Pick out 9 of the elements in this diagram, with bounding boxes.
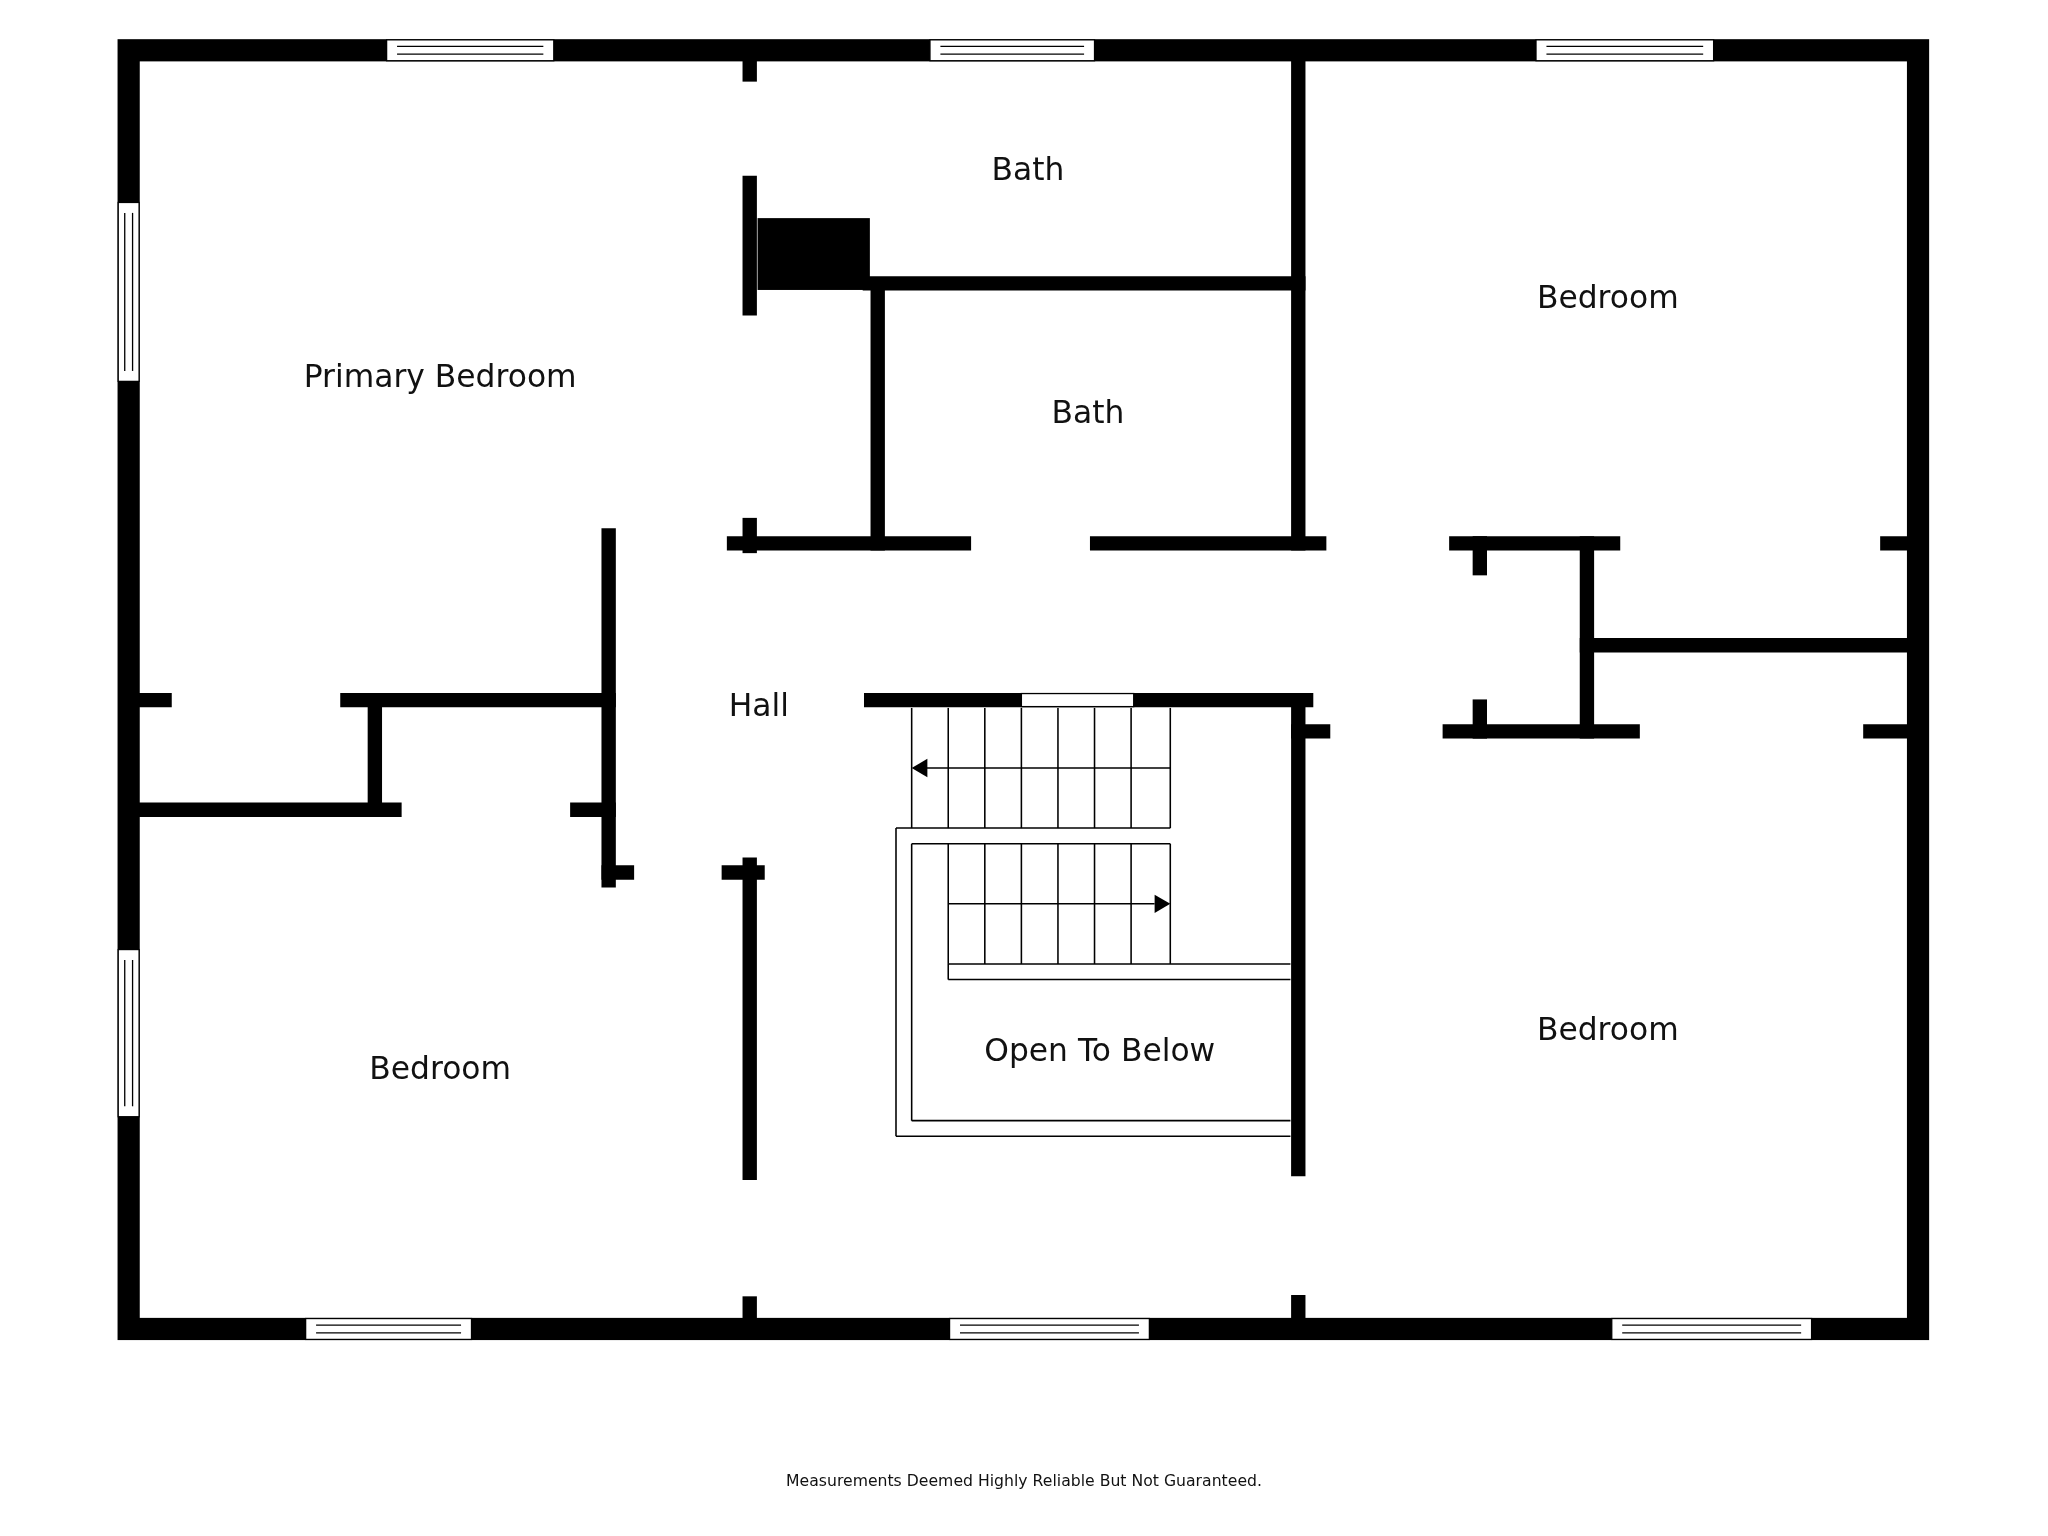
room-label: Open To Below bbox=[984, 1031, 1216, 1069]
room-label: Bath bbox=[1051, 394, 1125, 431]
room-label: Bedroom bbox=[1536, 1010, 1679, 1048]
room-label: Primary Bedroom bbox=[303, 357, 577, 394]
room-label: Bedroom bbox=[1536, 278, 1679, 316]
room-label: Bath bbox=[991, 151, 1065, 189]
room-label: Bedroom bbox=[369, 1050, 512, 1087]
caption-text: Measurements Deemed Highly Reliable But Not Guaranteed. bbox=[786, 1472, 1262, 1491]
room-label: Hall bbox=[728, 687, 789, 724]
